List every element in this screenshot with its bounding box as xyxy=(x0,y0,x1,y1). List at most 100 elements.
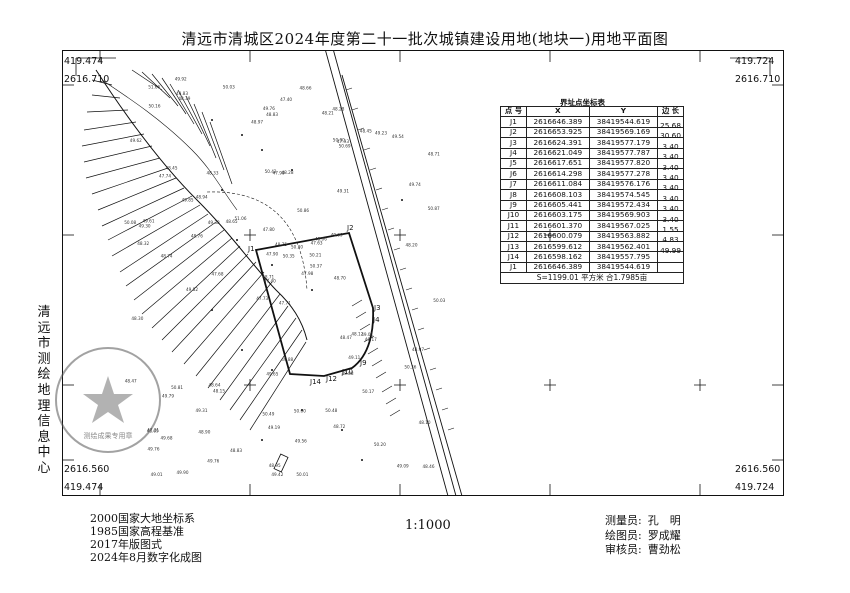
elevation-label: 49.19 xyxy=(268,425,280,430)
map-scale: 1:1000 xyxy=(405,518,451,533)
edge-length: 3.40 xyxy=(657,178,684,192)
elevation-label: 48.20 xyxy=(406,242,418,247)
x-coordinate: 2616621.049 xyxy=(525,147,590,159)
elevation-label: 49.88 xyxy=(281,357,293,362)
y-coordinate: 38419544.619 xyxy=(588,261,659,274)
elevation-label: 48.39 xyxy=(178,96,190,101)
elevation-label: 50.21 xyxy=(309,252,321,257)
x-coordinate: 2616598.162 xyxy=(525,251,590,263)
coord-bottom-left-x: 419.474 xyxy=(64,482,104,493)
elevation-label: 49.01 xyxy=(361,332,373,337)
elevation-label: 48.66 xyxy=(300,86,312,91)
datum-line: 2017年版图式 xyxy=(90,538,162,551)
svg-text:测绘成果专用章: 测绘成果专用章 xyxy=(84,431,133,440)
y-coordinate: 38419544.619 xyxy=(588,116,659,128)
staff-name: 曹劲松 xyxy=(647,543,681,556)
elevation-label: 48.74 xyxy=(161,254,173,259)
coord-bottom-right-x: 419.724 xyxy=(735,482,775,493)
elevation-label: 50.01 xyxy=(296,472,308,477)
edge-length: 3.40 xyxy=(657,137,684,150)
point-label: J1 xyxy=(247,245,255,253)
edge-length xyxy=(657,261,684,274)
x-coordinate: 2616600.079 xyxy=(525,230,590,243)
elevation-label: 50.20 xyxy=(374,442,386,447)
edge-length: 3.40 xyxy=(657,157,684,171)
point-id: J12 xyxy=(500,230,527,243)
y-coordinate: 38419574.545 xyxy=(588,189,659,201)
edge-length: 30.60 xyxy=(657,126,684,140)
point-id: J5 xyxy=(500,157,527,170)
x-coordinate: 2616605.441 xyxy=(525,199,590,211)
x-coordinate: 2616614.298 xyxy=(525,168,590,180)
elevation-label: 50.87 xyxy=(428,206,440,211)
elevation-label: 47.63 xyxy=(311,240,323,245)
elevation-label: 49.76 xyxy=(263,106,275,111)
elevation-label: 48.33 xyxy=(207,171,219,176)
footer-left: 2000国家大地坐标系 1985国家高程基准 2017年版图式 2024年8月数… xyxy=(90,512,202,564)
point-label: J10 xyxy=(341,368,353,376)
elevation-label: 49.38 xyxy=(208,220,220,225)
edge-length: 3.40 xyxy=(657,147,684,161)
edge-length xyxy=(657,251,684,263)
edge-length-value: 49.99 xyxy=(660,245,681,255)
coord-right-top-y: 2616.710 xyxy=(735,74,781,85)
point-label: J3 xyxy=(373,304,381,312)
elevation-label: 49.90 xyxy=(177,470,189,475)
x-coordinate: 2616617.651 xyxy=(525,157,590,170)
edge-length-value: 3.40 xyxy=(662,173,679,183)
x-coordinate: 2616653.925 xyxy=(525,126,590,139)
elevation-label: 48.47 xyxy=(125,379,137,384)
edge-length: 3.40 xyxy=(657,209,684,223)
elevation-label: 48.12 xyxy=(351,332,363,337)
elevation-label: 48.75 xyxy=(275,242,287,247)
datum-line: 2000国家大地坐标系 xyxy=(90,512,195,525)
elevation-label: 48.45 xyxy=(166,166,178,171)
elevation-label: 48.30 xyxy=(131,316,143,321)
elevation-label: 48.10 xyxy=(419,420,431,425)
y-coordinate: 38419569.903 xyxy=(588,209,659,222)
page-title: 清远市清城区2024年度第二十一批次城镇建设用地(地块一)用地平面图 xyxy=(181,30,669,48)
edge-length: 3.40 xyxy=(657,168,684,182)
header-y: Y xyxy=(588,105,659,118)
elevation-label: 48.15 xyxy=(213,389,225,394)
elevation-label: 48.83 xyxy=(266,112,278,117)
slope-hatching xyxy=(81,69,308,431)
elevation-label: 50.16 xyxy=(149,103,161,108)
edge-length: 25.68 xyxy=(657,116,684,130)
edge-length-value: 3.40 xyxy=(662,141,679,151)
elevation-label: 49.54 xyxy=(392,134,404,139)
staff-role: 绘图员: xyxy=(605,528,642,542)
point-id: J2 xyxy=(500,126,527,139)
elevation-label: 47.90 xyxy=(266,252,278,257)
elevation-label: 48.83 xyxy=(230,448,242,453)
elevation-label: 49.61 xyxy=(143,218,155,223)
edge-length: 3.40 xyxy=(657,199,684,213)
official-seal: 测绘成果专用章 xyxy=(55,347,161,453)
elevation-label: 50.03 xyxy=(223,85,235,90)
elevation-label: 48.17 xyxy=(365,337,377,342)
header-length: 边 长 xyxy=(657,105,684,118)
datum-line: 1985国家高程基准 xyxy=(90,525,184,538)
point-label: J2 xyxy=(346,224,354,232)
x-coordinate: 2616611.084 xyxy=(525,178,590,191)
coord-top-left-x: 419.474 xyxy=(64,56,104,67)
edge-length-value: 30.60 xyxy=(660,131,681,141)
staff-role: 审核员: xyxy=(605,543,642,556)
point-id: J10 xyxy=(500,209,527,222)
elevation-label: 47.93 xyxy=(337,139,349,144)
elevation-label: 49.42 xyxy=(271,472,283,477)
elevation-label: 48.09 xyxy=(147,428,159,433)
elevation-label: 50.49 xyxy=(262,411,274,416)
elevation-label: 49.82 xyxy=(186,287,198,292)
coord-top-right-x: 419.724 xyxy=(735,56,775,67)
area-summary: S=1199.01 平方米 合1.7985亩 xyxy=(500,272,684,284)
elevation-label: 51.06 xyxy=(235,216,247,221)
coord-left-top-y: 2616.710 xyxy=(64,74,110,85)
y-coordinate: 38419567.025 xyxy=(588,220,659,232)
